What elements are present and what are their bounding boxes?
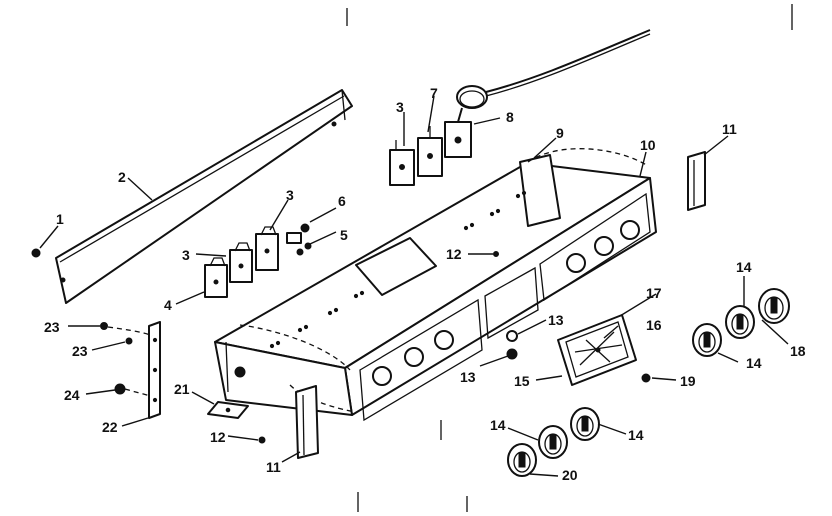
callout-13: 13 [548, 312, 564, 328]
small-screws [258, 251, 518, 444]
callout-12: 12 [446, 246, 462, 262]
switch-group-top [389, 121, 472, 186]
mounting-bracket [207, 401, 249, 419]
knob-bottom-3 [570, 407, 600, 441]
callout-12: 12 [210, 429, 226, 445]
callout-23: 24 [64, 387, 80, 403]
callout-15: 15 [514, 373, 530, 389]
callout-11: 11 [722, 121, 737, 137]
callout-18: 18 [790, 343, 806, 359]
control-panel [214, 148, 657, 422]
callout-11: 11 [266, 459, 281, 475]
callout-24: 23 [72, 343, 88, 359]
knob-right-2 [725, 305, 755, 339]
callout-14: 14 [746, 355, 762, 371]
callout-19: 19 [680, 373, 696, 389]
thermostat-capillary [456, 29, 651, 123]
knob-right-1 [692, 323, 722, 357]
callout-4: 4 [164, 297, 172, 313]
callout-23: 23 [44, 319, 60, 335]
callout-2: 2 [118, 169, 126, 185]
callout-3: 3 [182, 247, 190, 263]
callout-16: 16 [646, 317, 662, 333]
callout-5: 5 [340, 227, 348, 243]
callout-9: 9 [556, 125, 564, 141]
switch-group-left [204, 226, 279, 298]
callout-14: 14 [736, 259, 752, 275]
end-cap-left [295, 385, 319, 459]
callout-1: 1 [56, 211, 64, 227]
callout-8: 8 [506, 109, 514, 125]
end-cap-right [687, 151, 706, 211]
small-switch [286, 223, 312, 256]
callout-22: 22 [102, 419, 118, 435]
end-bracket [148, 321, 161, 419]
callout-20: 20 [562, 467, 578, 483]
callout-14: 14 [628, 427, 644, 443]
callout-10: 10 [640, 137, 656, 153]
callout-13: 13 [460, 369, 476, 385]
screws-23-24 [100, 322, 153, 397]
clock-assembly [557, 314, 651, 386]
callout-7: 7 [430, 85, 438, 101]
callout-17: 17 [646, 285, 662, 301]
knob-bottom-2 [538, 425, 568, 459]
callout-labels: 1 2 3 3 3 4 5 6 7 8 9 10 11 11 12 12 13 … [44, 85, 806, 483]
leader-lines [39, 95, 789, 477]
knob-bottom-1 [507, 443, 537, 477]
callout-3: 3 [396, 99, 404, 115]
knob-right-3 [758, 288, 790, 324]
callout-3: 3 [286, 187, 294, 203]
callout-21: 21 [174, 381, 190, 397]
scan-marks [346, 4, 793, 512]
rear-panel [55, 89, 353, 304]
screw-1 [31, 248, 41, 258]
callout-14: 14 [490, 417, 506, 433]
callout-6: 6 [338, 193, 346, 209]
